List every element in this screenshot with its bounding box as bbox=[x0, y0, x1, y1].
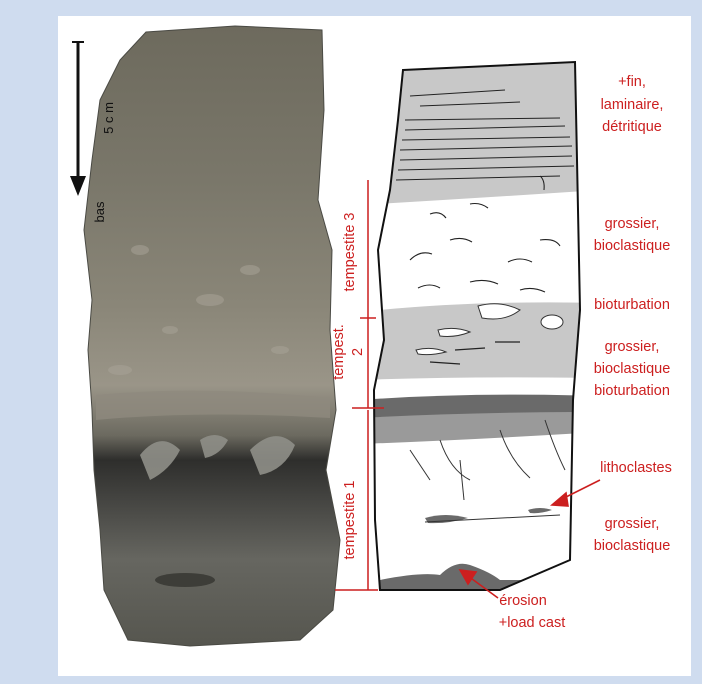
annot-lithoclastes: lithoclastes bbox=[600, 460, 672, 476]
bioturbation-bed bbox=[360, 302, 600, 380]
strat-column bbox=[360, 50, 600, 610]
unit-label-t3: tempestite 3 bbox=[342, 213, 358, 292]
annot-grossier2-2: bioclastique bbox=[594, 361, 671, 377]
annot-bioturb2: bioturbation bbox=[594, 383, 670, 399]
unit-label-t2-a: tempest. bbox=[331, 324, 347, 380]
annot-erosion-1: érosion bbox=[499, 593, 547, 609]
annot-grossier1-1: grossier, bbox=[605, 216, 660, 232]
annot-bioturb1: bioturbation bbox=[594, 297, 670, 313]
unit-label-t1: tempestite 1 bbox=[342, 481, 358, 560]
scale-label: 5 c m bbox=[101, 102, 116, 134]
annot-fin-3: détritique bbox=[602, 119, 662, 135]
down-arrow-icon bbox=[70, 176, 86, 196]
unit-label-t2-b: 2 bbox=[350, 348, 366, 356]
annot-fin-1: +fin, bbox=[618, 74, 646, 90]
annot-grossier2-1: grossier, bbox=[605, 339, 660, 355]
laminated-bed bbox=[360, 50, 600, 205]
annot-grossier3-2: bioclastique bbox=[594, 538, 671, 554]
annot-grossier1-2: bioclastique bbox=[594, 238, 671, 254]
annot-grossier3-1: grossier, bbox=[605, 516, 660, 532]
annot-fin-2: laminaire, bbox=[601, 97, 664, 113]
rock-specimen bbox=[84, 26, 340, 646]
scale-direction: bas bbox=[92, 201, 107, 222]
annot-erosion-2: +load cast bbox=[499, 615, 566, 631]
